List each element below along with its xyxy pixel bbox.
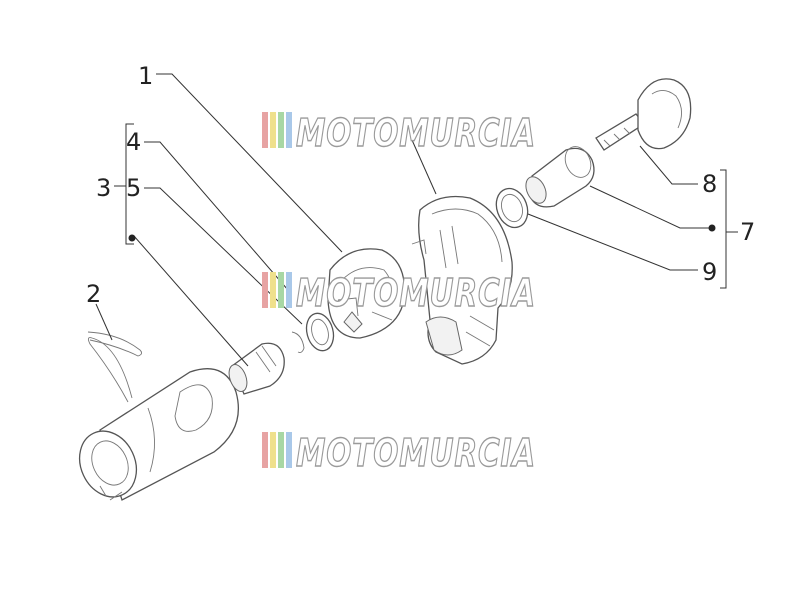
callout-5: 5: [126, 174, 141, 202]
watermark-stripe-green: [278, 272, 284, 308]
lock-barrel: [228, 342, 285, 395]
watermark-middle: MOTOMURCIA: [262, 270, 536, 316]
leader-2: [95, 303, 113, 341]
retaining-clip: [291, 331, 305, 353]
lock-housing-plate: [327, 248, 406, 339]
lock-cylinder: [525, 146, 595, 208]
key: [595, 78, 692, 151]
leader-cover: [411, 139, 437, 195]
watermark-stripe-yellow: [270, 272, 276, 308]
leader-9: [527, 213, 698, 271]
callout-1: 1: [138, 62, 153, 90]
callout-7: 7: [740, 218, 755, 246]
bracket-3: [114, 123, 134, 245]
leader-5: [144, 187, 303, 325]
leader-8: [639, 145, 698, 185]
leader-4: [144, 141, 289, 291]
callout-3: 3: [96, 174, 111, 202]
watermark-stripe-red: [262, 432, 268, 468]
callout-4: 4: [126, 128, 141, 156]
watermark-stripe-green: [278, 112, 284, 148]
watermark-stripe-yellow: [270, 432, 276, 468]
watermark-stripe-yellow: [270, 112, 276, 148]
watermark-text: MOTOMURCIA: [296, 431, 536, 475]
watermark-stripe-red: [262, 112, 268, 148]
watermark-stripe-blue: [286, 272, 292, 308]
watermark-stripe-blue: [286, 432, 292, 468]
callout-8: 8: [702, 170, 717, 198]
leader-3-dot: [133, 235, 249, 367]
handlebar-tube: [78, 368, 240, 501]
ignition-cover: [411, 195, 513, 365]
watermark-stripe-red: [262, 272, 268, 308]
watermark-stripe-blue: [286, 112, 292, 148]
small-ring: [305, 312, 335, 352]
callout-9: 9: [702, 258, 717, 286]
watermark-text: MOTOMURCIA: [296, 111, 536, 155]
spring-clip: [87, 331, 143, 403]
bracket-7: [720, 169, 738, 289]
o-ring: [495, 187, 529, 229]
callout-2: 2: [86, 280, 101, 308]
watermark-top: MOTOMURCIA: [262, 110, 536, 156]
leader-1: [156, 73, 343, 253]
callout-labels: 1 2 3 4 5 7 8 9: [86, 62, 755, 308]
leader-lines: [95, 73, 738, 367]
watermark-stripe-green: [278, 432, 284, 468]
leader-7: [589, 185, 712, 229]
watermark-text: MOTOMURCIA: [296, 271, 536, 315]
bullet-7: [708, 224, 716, 232]
watermark-bottom: MOTOMURCIA: [262, 430, 536, 476]
bullet-3: [128, 234, 136, 242]
